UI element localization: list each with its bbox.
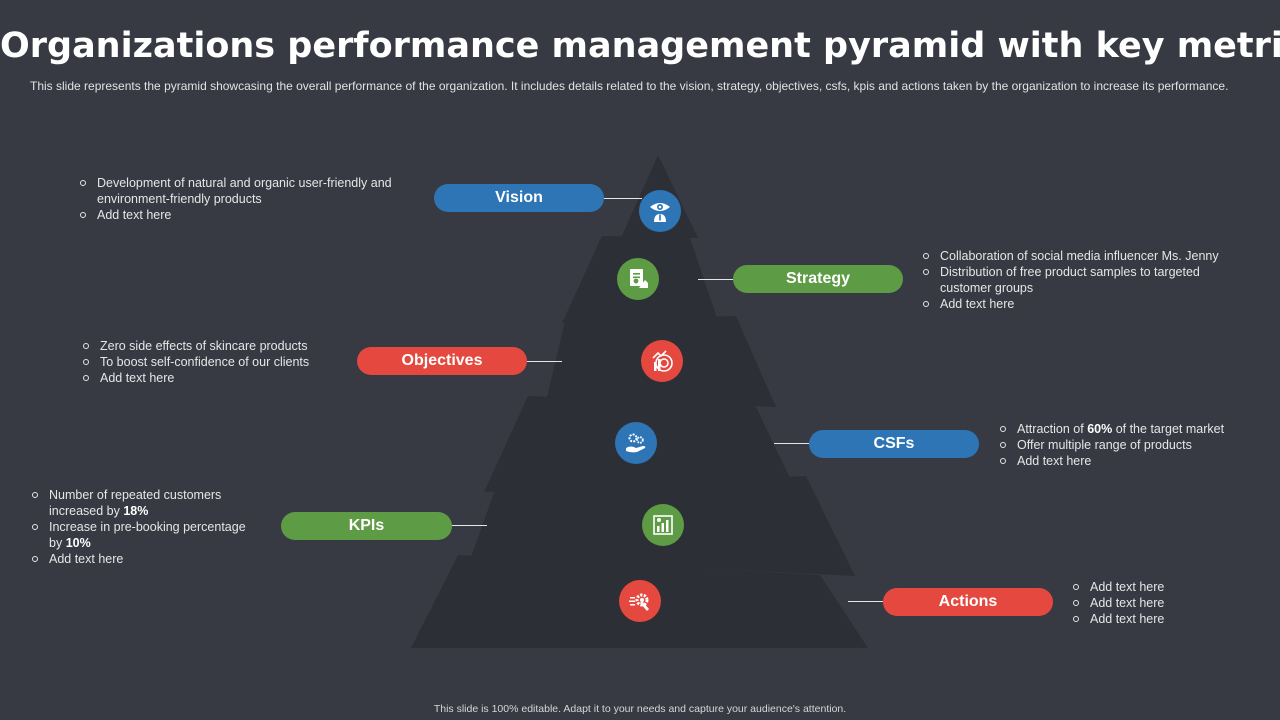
strategy-bullets: Collaboration of social media influencer… (921, 248, 1261, 312)
kpis-connector (452, 525, 487, 526)
list-item: Add text here (78, 207, 428, 223)
csfs-label: CSFs (809, 430, 979, 458)
list-item: Distribution of free product samples to … (921, 264, 1261, 280)
list-item: Add text here (1071, 611, 1221, 627)
kpis-label: KPIs (281, 512, 452, 540)
kpi-chart-icon (653, 515, 673, 535)
actions-label: Actions (883, 588, 1053, 616)
vision-label: Vision (434, 184, 604, 212)
actions-connector (848, 601, 883, 602)
list-item: Collaboration of social media influencer… (921, 248, 1261, 264)
list-item: Add text here (1071, 579, 1221, 595)
csfs-connector (774, 443, 809, 444)
list-item: increased by 18% (49, 504, 149, 518)
list-item: Attraction of 60% of the target market (998, 421, 1268, 437)
actions-bullets: Add text here Add text here Add text her… (1071, 579, 1221, 627)
objectives-connector (527, 361, 562, 362)
list-item: Development of natural and organic user-… (78, 175, 428, 191)
list-item: Add text here (921, 296, 1261, 312)
list-item: Add text here (81, 370, 351, 386)
csfs-bullets: Attraction of 60% of the target market O… (998, 421, 1268, 469)
eye-user-icon (650, 203, 670, 222)
strategy-document-icon (630, 269, 648, 288)
list-item: Add text here (998, 453, 1268, 469)
vision-bullets: Development of natural and organic user-… (78, 175, 428, 223)
target-chart-icon (652, 350, 673, 372)
vision-icon-badge (639, 190, 681, 232)
strategy-connector (698, 279, 733, 280)
list-item: Add text here (1071, 595, 1221, 611)
list-item: Add text here (30, 551, 275, 567)
action-gear-icon (629, 593, 649, 611)
objectives-bullets: Zero side effects of skincare products T… (81, 338, 351, 386)
list-item: To boost self-confidence of our clients (81, 354, 351, 370)
strategy-icon-badge (617, 258, 659, 300)
kpis-bullets: Number of repeated customers increased b… (30, 487, 275, 567)
actions-icon-badge (619, 580, 661, 622)
slide-footer: This slide is 100% editable. Adapt it to… (433, 703, 847, 715)
list-item: by 10% (49, 536, 91, 550)
list-item: customer groups (940, 281, 1034, 295)
list-item: Zero side effects of skincare products (81, 338, 351, 354)
list-item: environment-friendly products (97, 192, 262, 206)
list-item: Offer multiple range of products (998, 437, 1268, 453)
slide-title: Organizations performance management pyr… (0, 26, 1280, 66)
objectives-label: Objectives (357, 347, 527, 375)
slide-subtitle: This slide represents the pyramid showca… (30, 79, 1229, 93)
list-item: Number of repeated customers (30, 487, 275, 503)
objectives-icon-badge (641, 340, 683, 382)
vision-connector (604, 198, 642, 199)
hand-gears-icon (626, 433, 646, 453)
csfs-icon-badge (615, 422, 657, 464)
list-item: Increase in pre-booking percentage (30, 519, 275, 535)
strategy-label: Strategy (733, 265, 903, 293)
kpis-icon-badge (642, 504, 684, 546)
